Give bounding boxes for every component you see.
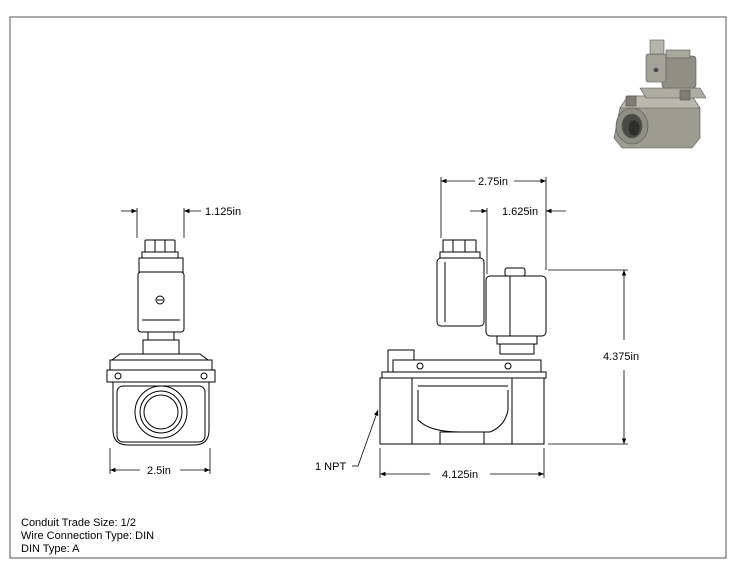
note-wire-connection: Wire Connection Type: DIN [21,530,155,542]
dim-side-height: 4.375in [603,351,639,363]
dim-side-bottom: 4.125in [442,469,478,481]
note-conduit-size: Conduit Trade Size: 1/2 [21,517,136,529]
front-view [106,239,216,446]
side-view [379,239,547,445]
dim-front-bottom: 2.5in [147,465,171,477]
front-dimensions [109,208,211,474]
dim-side-top-inner: 1.625in [502,206,538,218]
side-dimensions [352,177,628,478]
sheet-border [9,16,727,559]
dim-side-top-outer: 2.75in [478,176,508,188]
dim-front-top: 1.125in [205,206,241,218]
dim-port-callout: 1 NPT [315,461,346,473]
solenoid-valve-render [613,39,707,149]
note-din-type: DIN Type: A [21,543,80,555]
spec-notes: Conduit Trade Size: 1/2 Wire Connection … [21,517,154,556]
